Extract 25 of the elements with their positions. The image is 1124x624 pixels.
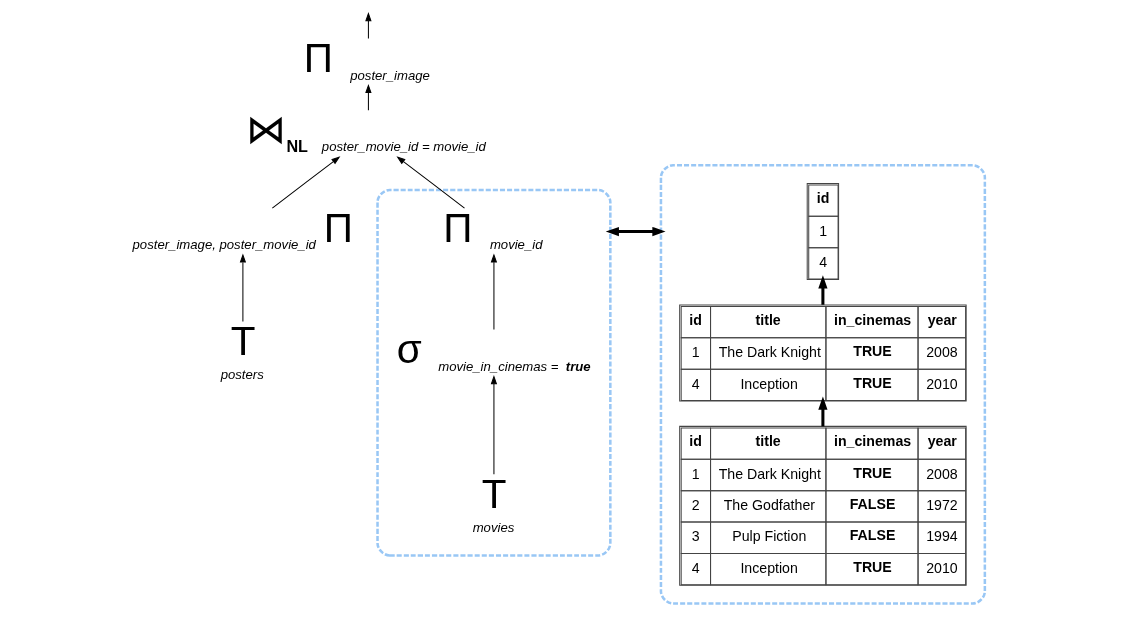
node-text: Π <box>443 204 473 251</box>
cluster <box>376 188 612 557</box>
node-text: ⋈$_{NL}$ <box>245 105 308 155</box>
node-label: poster_image, poster_movie_id <box>132 237 316 253</box>
node-label: poster_image <box>350 67 430 83</box>
node-text: T <box>481 470 507 517</box>
node-label: poster_movie_id = movie_id <box>321 139 486 155</box>
node-text: Π <box>303 35 333 82</box>
arrow <box>490 253 498 331</box>
arrow <box>271 156 341 209</box>
arrow <box>818 275 828 305</box>
arrow <box>396 156 465 209</box>
node-label: movies <box>472 519 515 535</box>
node-text: Π <box>323 204 354 251</box>
arrow <box>605 226 666 237</box>
node-text: σ <box>396 326 422 373</box>
arrow <box>365 83 372 111</box>
node-label: movie_in_cinemas = true <box>438 358 591 374</box>
arrow <box>239 253 247 323</box>
arrow <box>365 12 372 40</box>
node-label: posters <box>220 366 264 382</box>
arrow <box>490 375 498 475</box>
node-label: movie_id <box>489 237 543 253</box>
node-text: T <box>230 318 256 365</box>
cluster <box>659 163 987 605</box>
